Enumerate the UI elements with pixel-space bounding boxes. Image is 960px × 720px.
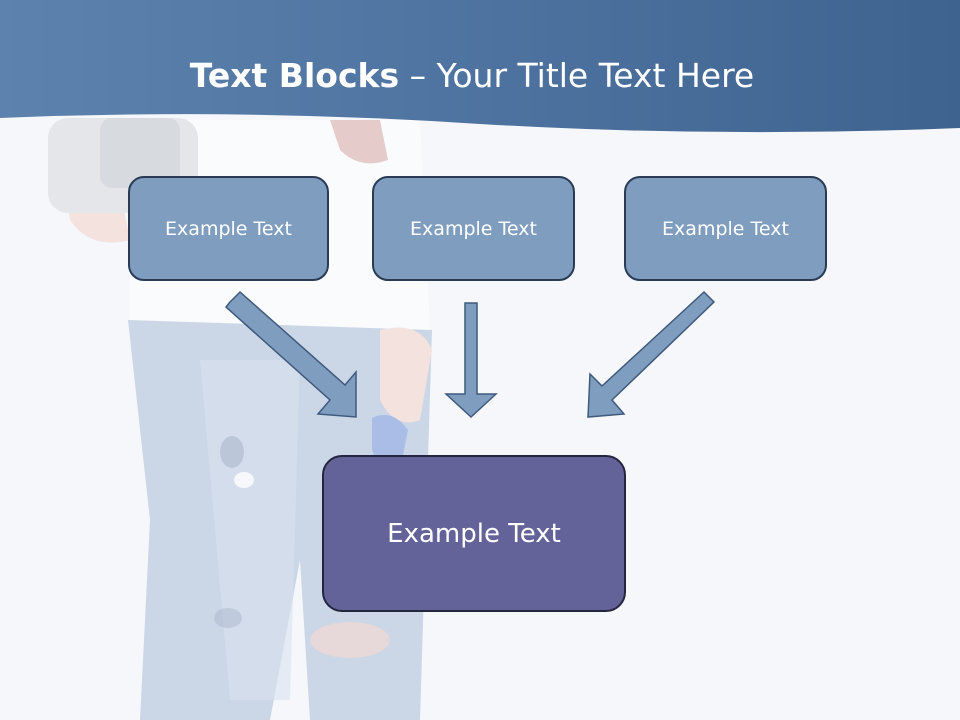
title-bold: Text Blocks [189, 56, 400, 95]
text-block-1: Example Text [128, 176, 329, 281]
header-band [0, 0, 960, 133]
page-title: Text Blocks – Your Title Text Here [0, 52, 944, 100]
target-text-block-label: Example Text [387, 518, 561, 549]
title-separator: – [399, 56, 437, 95]
text-block-2-label: Example Text [410, 217, 537, 240]
arrow-center [444, 302, 498, 419]
target-text-block: Example Text [322, 455, 626, 612]
text-block-3-label: Example Text [662, 217, 789, 240]
text-block-2: Example Text [372, 176, 575, 281]
title-rest: Your Title Text Here [436, 56, 755, 95]
arrow-left [224, 290, 357, 418]
text-block-1-label: Example Text [165, 217, 292, 240]
text-block-3: Example Text [624, 176, 827, 281]
arrow-right [587, 290, 716, 418]
